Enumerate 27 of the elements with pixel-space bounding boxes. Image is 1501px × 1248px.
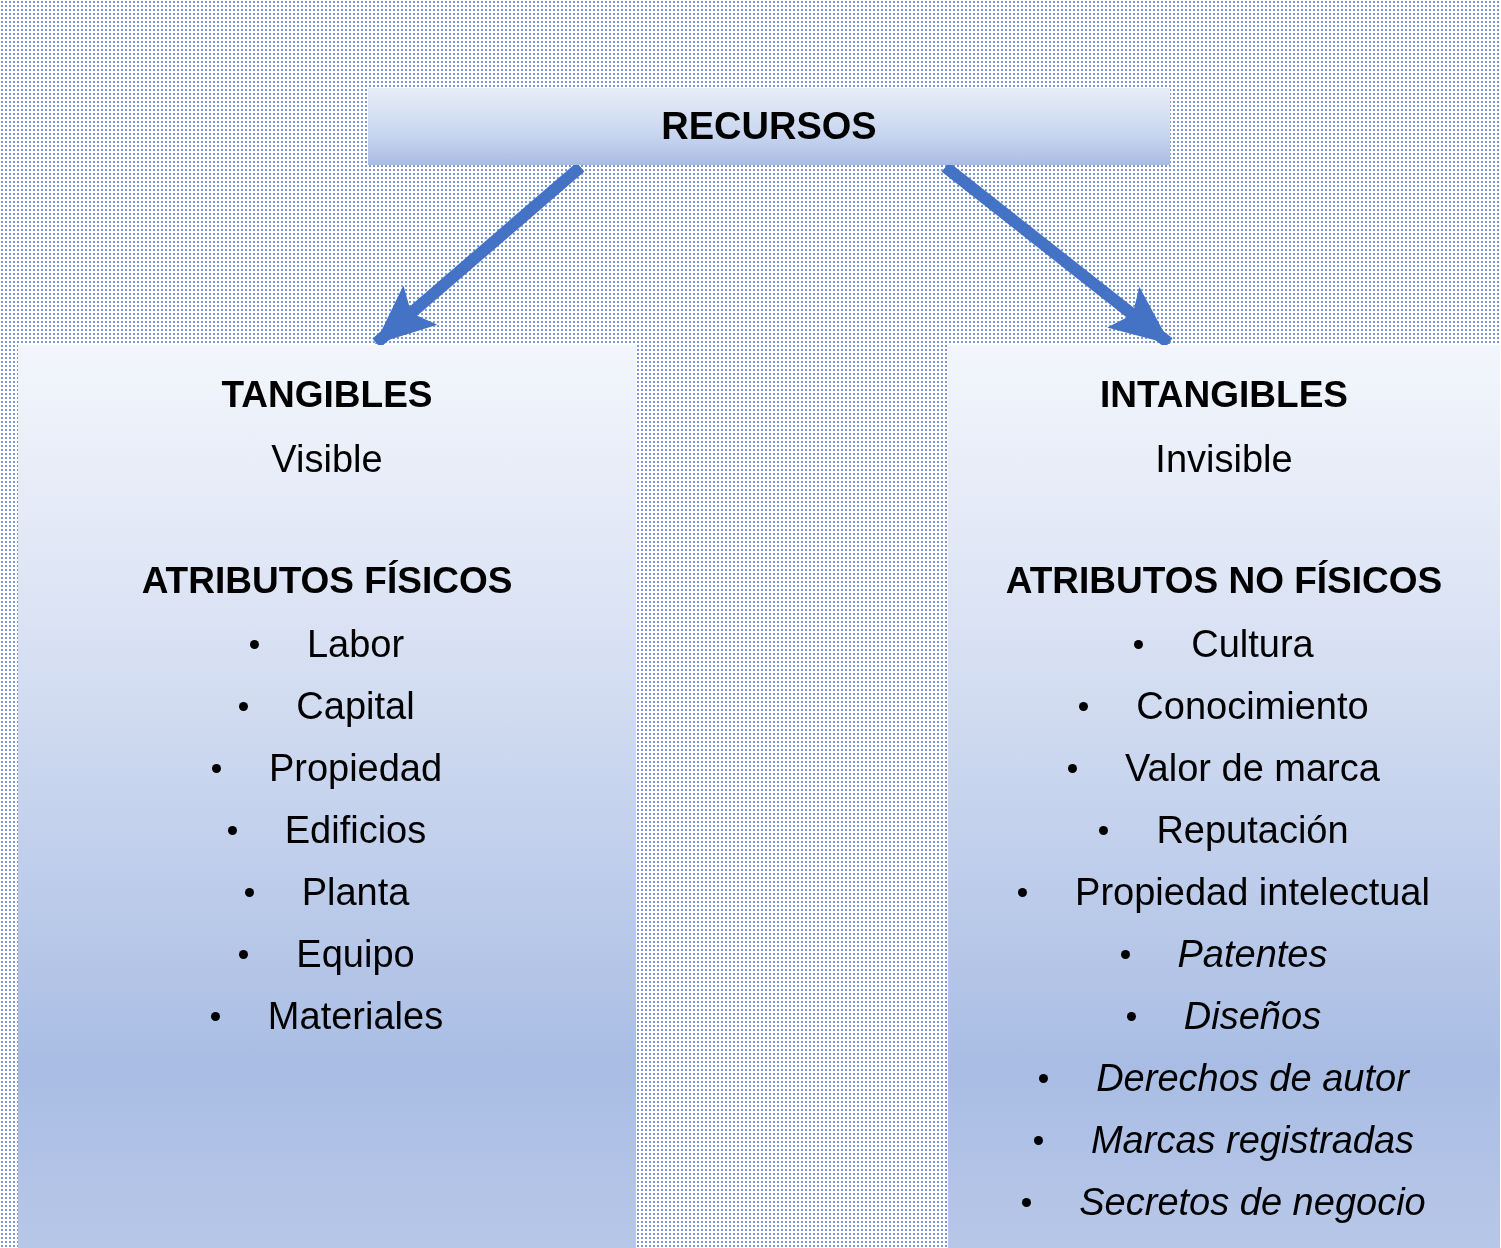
list-item: Cultura	[1191, 622, 1314, 667]
heading: TANGIBLES	[220, 373, 434, 417]
heading: INTANGIBLES	[1098, 373, 1349, 417]
list-item: Derechos de autor	[1096, 1056, 1409, 1101]
list-item: Edificios	[284, 808, 427, 853]
list-item: Equipo	[296, 932, 415, 977]
list-item: Secretos de negocio	[1079, 1180, 1426, 1225]
list-item: Patentes	[1177, 932, 1328, 977]
list-item: Conocimiento	[1136, 684, 1369, 729]
title-bar	[368, 88, 1170, 165]
list-item: Propiedad	[268, 746, 443, 791]
list-item: Materiales	[267, 994, 444, 1039]
section-heading: ATRIBUTOS NO FÍSICOS	[1004, 559, 1444, 603]
subheading: Invisible	[1154, 437, 1294, 482]
list-item: Labor	[306, 622, 405, 667]
subheading: Visible	[270, 437, 384, 482]
list-item: Valor de marca	[1125, 746, 1380, 791]
category-panel	[948, 345, 1500, 1248]
list-item: Propiedad intelectual	[1075, 870, 1430, 915]
list-item: Marcas registradas	[1090, 1118, 1415, 1163]
list-item: Planta	[301, 870, 410, 915]
section-heading: ATRIBUTOS FÍSICOS	[140, 559, 514, 603]
list-item: Diseños	[1183, 994, 1322, 1039]
list-item: Reputación	[1156, 808, 1349, 853]
heading: RECURSOS	[661, 105, 877, 148]
category-panel	[18, 345, 636, 1248]
list-item: Capital	[296, 684, 415, 729]
